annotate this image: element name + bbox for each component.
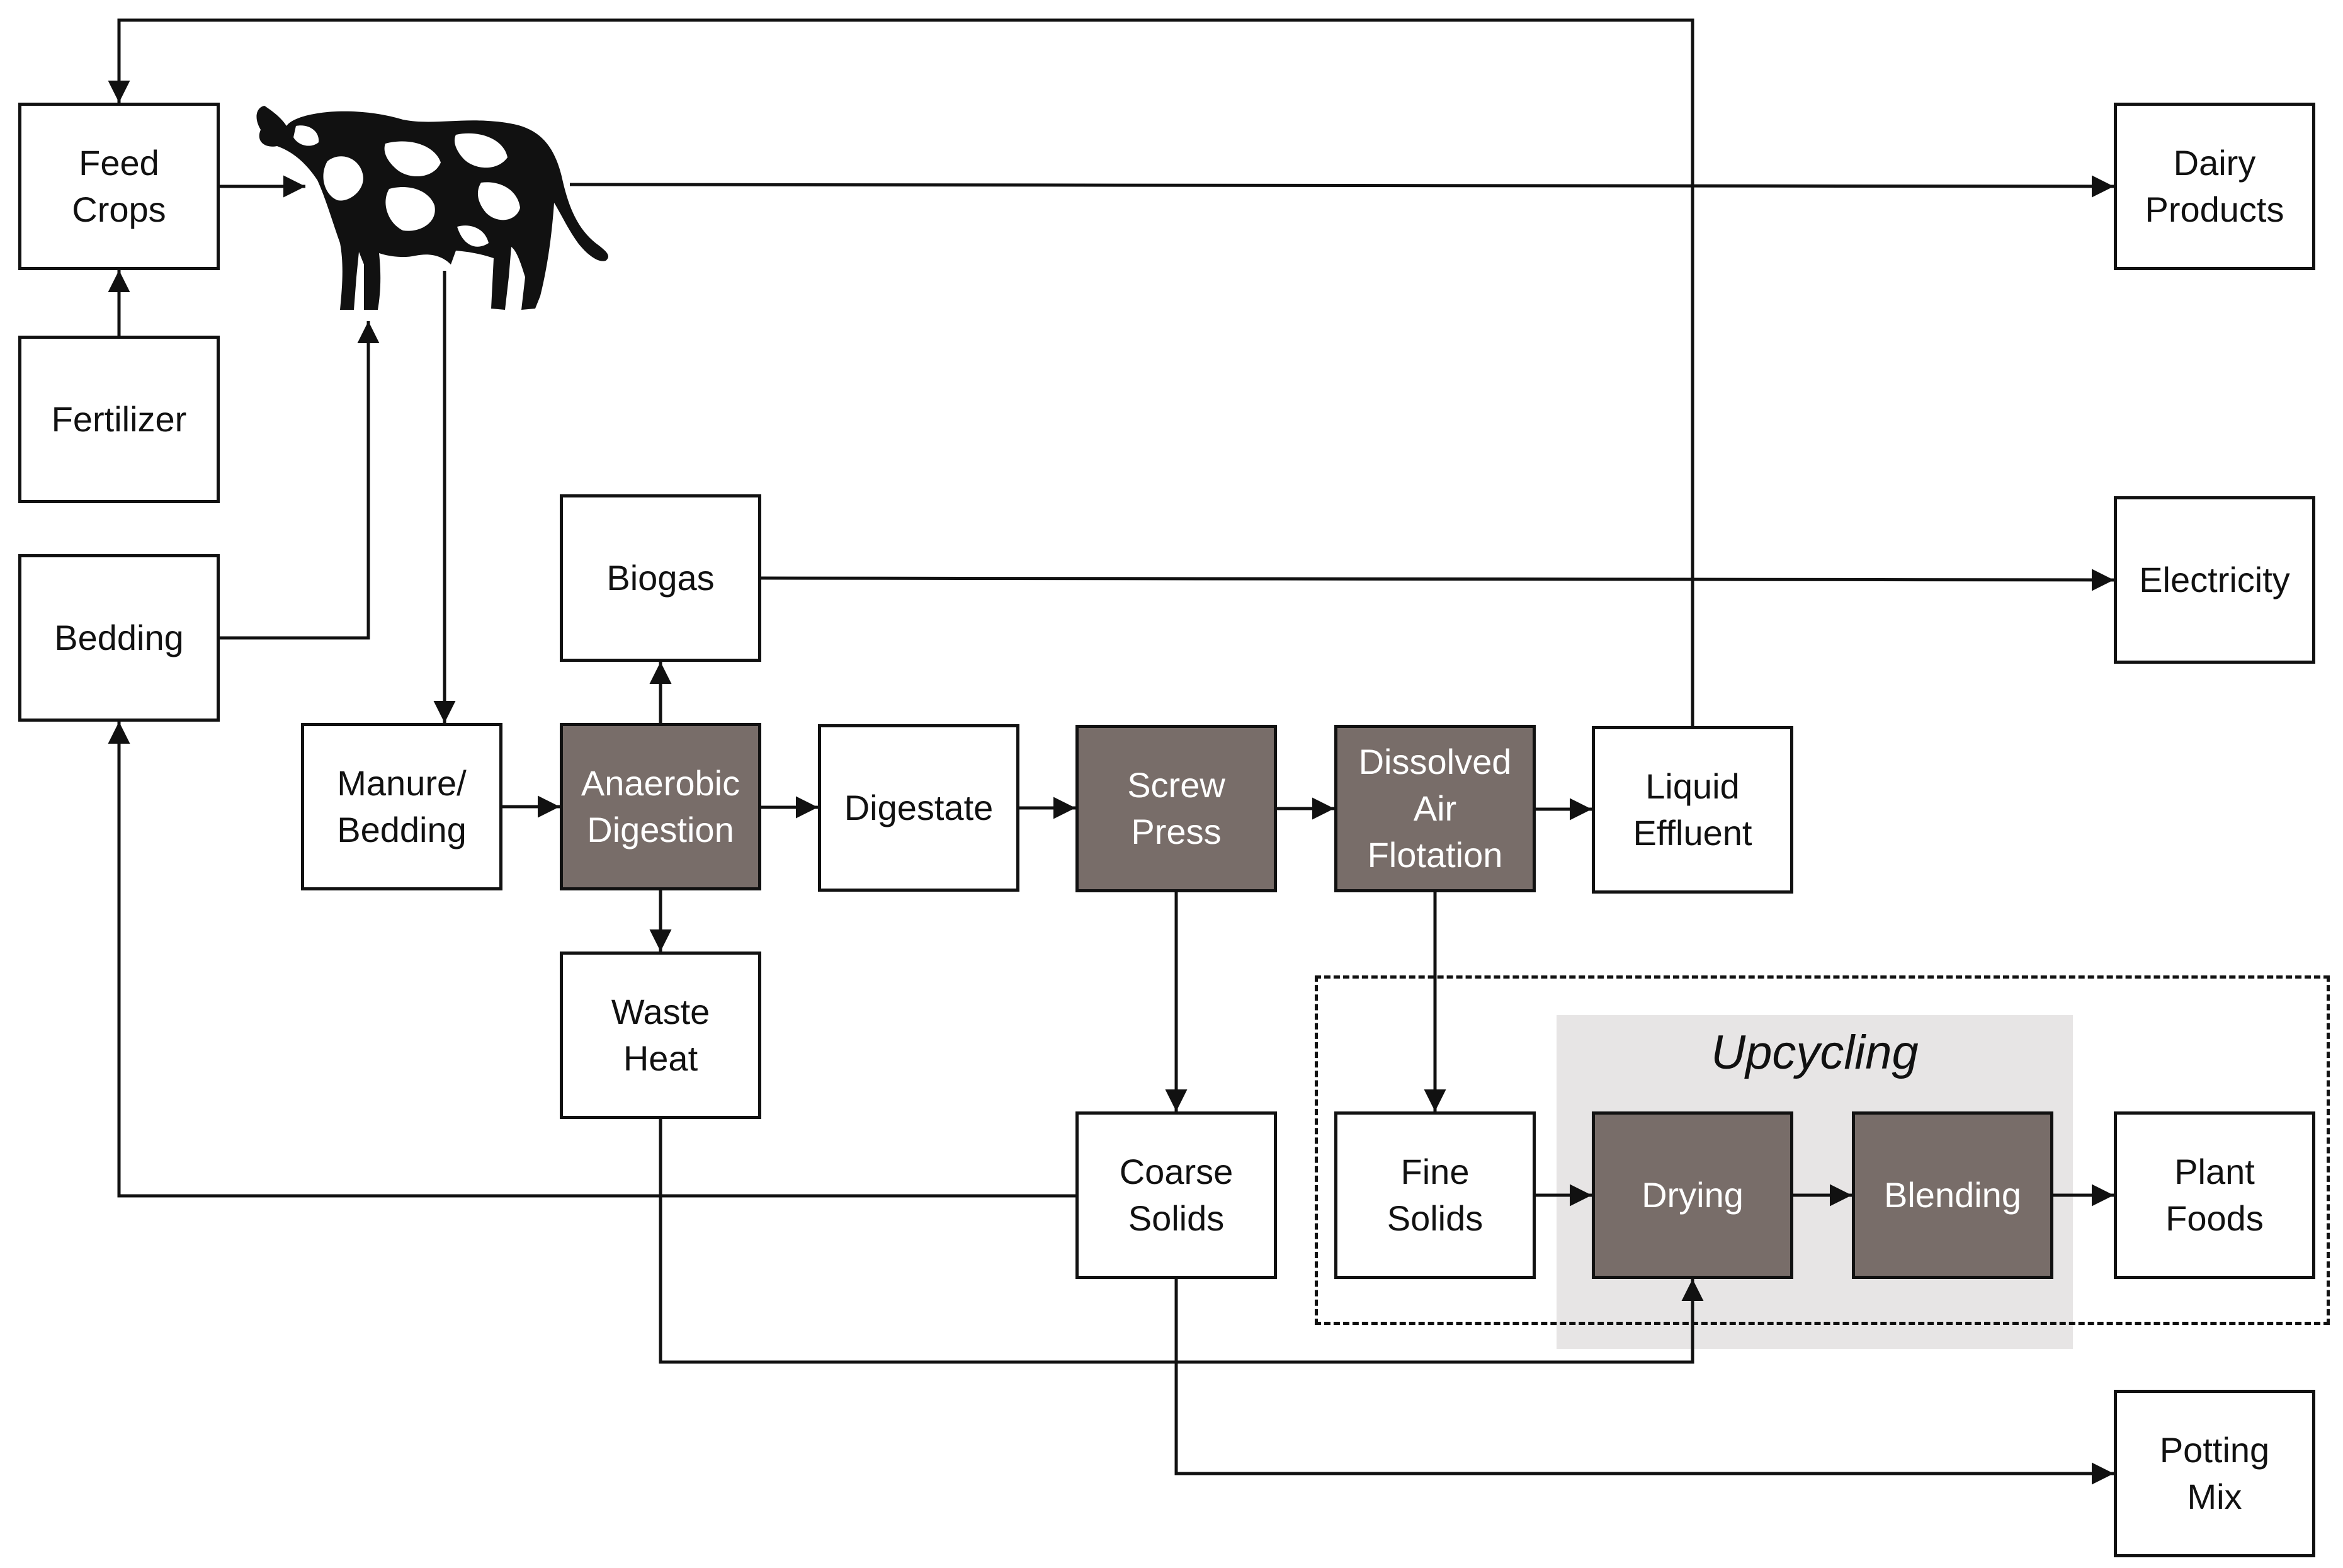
label-line: Biogas	[606, 558, 715, 598]
label-line: Bedding	[54, 618, 184, 657]
arrow-effluent-to-feed-crops	[108, 18, 1694, 726]
label-line: Foods	[2165, 1198, 2264, 1238]
label-line: Liquid	[1645, 766, 1740, 806]
label-line: Flotation	[1367, 835, 1503, 875]
manure-bedding-box: Manure/Bedding	[301, 723, 502, 890]
label-line: Heat	[623, 1038, 698, 1078]
label-line: Press	[1131, 812, 1222, 851]
manure-bedding-label: Manure/Bedding	[337, 760, 467, 853]
label-line: Mix	[2187, 1477, 2242, 1516]
arrow-bedding-to-cow	[220, 321, 380, 640]
label-line: Digestate	[844, 788, 994, 827]
label-line: Anaerobic	[581, 763, 740, 803]
label-line: Air	[1413, 788, 1457, 828]
arrow-cow-to-dairy-products	[569, 175, 2114, 198]
biogas-label: Biogas	[606, 555, 714, 601]
label-line: Screw	[1127, 765, 1225, 805]
upcycling-dashed-region	[1315, 975, 2330, 1325]
fertilizer-box: Fertilizer	[18, 336, 220, 503]
cow-icon	[256, 106, 609, 310]
label-line: Coarse	[1119, 1152, 1234, 1191]
fertilizer-label: Fertilizer	[52, 396, 187, 443]
digestate-label: Digestate	[844, 785, 994, 831]
label-line: Effluent	[1633, 813, 1752, 853]
label-line: Bedding	[337, 810, 467, 849]
label-line: Electricity	[2139, 560, 2290, 599]
bedding-label: Bedding	[54, 615, 184, 661]
label-line: Products	[2145, 190, 2284, 229]
label-line: Drying	[1642, 1175, 1744, 1215]
upcycling-label: Upcycling	[1711, 1026, 1919, 1079]
electricity-box: Electricity	[2114, 496, 2315, 664]
label-line: Crops	[72, 190, 166, 229]
label-line: Fine	[1400, 1152, 1470, 1191]
label-line: Manure/	[337, 763, 467, 803]
electricity-label: Electricity	[2139, 557, 2290, 603]
blending-box: Blending	[1852, 1111, 2053, 1279]
arrow-biogas-to-electricity	[761, 569, 2114, 591]
label-line: Solids	[1387, 1198, 1484, 1238]
arrow-coarse-solids-to-bedding	[108, 722, 1075, 1198]
bedding-box: Bedding	[18, 554, 220, 722]
label-line: Dairy	[2173, 143, 2256, 183]
label-line: Plant	[2174, 1152, 2255, 1191]
drying-box: Drying	[1592, 1111, 1793, 1279]
blending-label: Blending	[1884, 1172, 2021, 1219]
label-line: Fertilizer	[51, 399, 187, 439]
drying-label: Drying	[1642, 1172, 1744, 1219]
digestate-box: Digestate	[818, 724, 1019, 892]
label-line: Digestion	[587, 810, 734, 849]
label-line: Waste	[611, 992, 710, 1031]
label-line: Potting	[2159, 1430, 2270, 1470]
label-line: Solids	[1128, 1198, 1225, 1238]
label-line: Blending	[1884, 1175, 2021, 1215]
label-line: Dissolved	[1358, 742, 1512, 781]
biogas-box: Biogas	[560, 494, 761, 662]
label-line: Feed	[79, 143, 159, 183]
arrow-coarse-solids-to-potting-mix	[1174, 1279, 2114, 1485]
